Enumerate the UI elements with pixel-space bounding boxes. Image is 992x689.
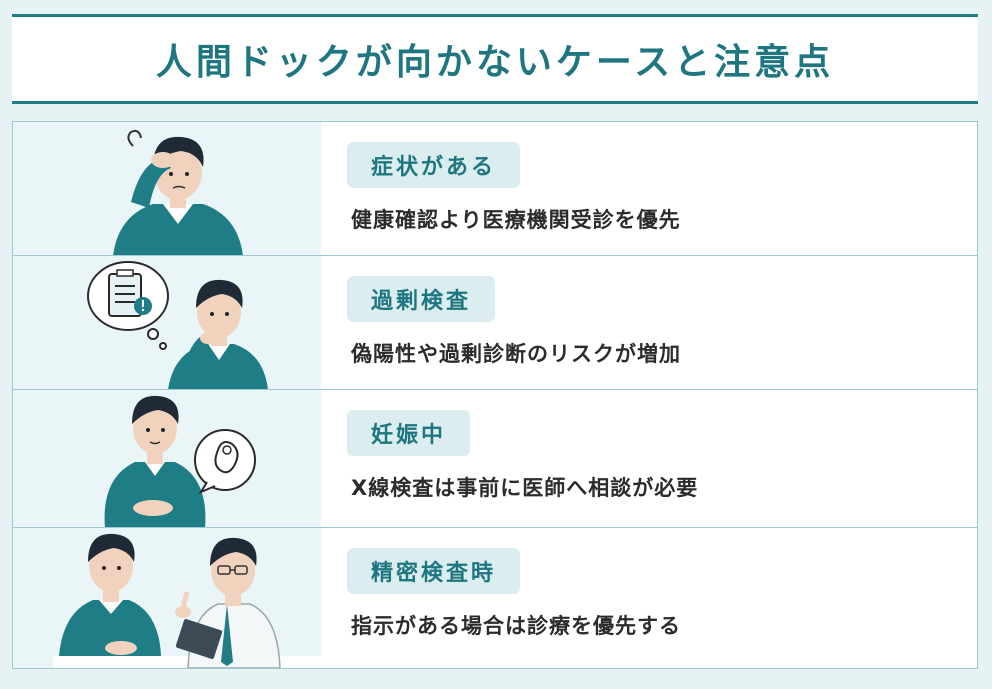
thinking-checklist-icon	[13, 256, 321, 389]
title-banner: 人間ドックが向かないケースと注意点	[12, 14, 978, 104]
case-tag: 過剰検査	[347, 276, 496, 322]
case-row-detailed-exam: 精密検査時 指示がある場合は診療を優先する	[13, 528, 977, 668]
pregnant-fetus-icon	[13, 390, 321, 527]
case-content: 過剰検査 偽陽性や過剰診断のリスクが増加	[321, 256, 977, 389]
case-description: 指示がある場合は診療を優先する	[351, 614, 681, 638]
case-content: 症状がある 健康確認より医療機関受診を優先	[321, 122, 977, 255]
case-description: 健康確認より医療機関受診を優先	[351, 208, 681, 232]
case-description: 偽陽性や過剰診断のリスクが増加	[351, 342, 681, 366]
case-content: 妊娠中 X線検査は事前に医師へ相談が必要	[321, 390, 977, 527]
cases-table: 症状がある 健康確認より医療機関受診を優先	[12, 121, 978, 669]
page-title: 人間ドックが向かないケースと注意点	[155, 42, 835, 83]
case-tag: 症状がある	[347, 142, 521, 188]
case-tag: 精密検査時	[347, 548, 521, 594]
case-description: X線検査は事前に医師へ相談が必要	[351, 476, 699, 500]
doctor-consultation-icon	[13, 528, 321, 668]
case-content: 精密検査時 指示がある場合は診療を優先する	[321, 528, 977, 668]
case-row-symptoms: 症状がある 健康確認より医療機関受診を優先	[13, 122, 977, 256]
case-row-pregnancy: 妊娠中 X線検査は事前に医師へ相談が必要	[13, 390, 977, 528]
case-row-overtesting: 過剰検査 偽陽性や過剰診断のリスクが増加	[13, 256, 977, 390]
headache-person-icon	[13, 122, 321, 255]
case-tag: 妊娠中	[347, 410, 471, 456]
